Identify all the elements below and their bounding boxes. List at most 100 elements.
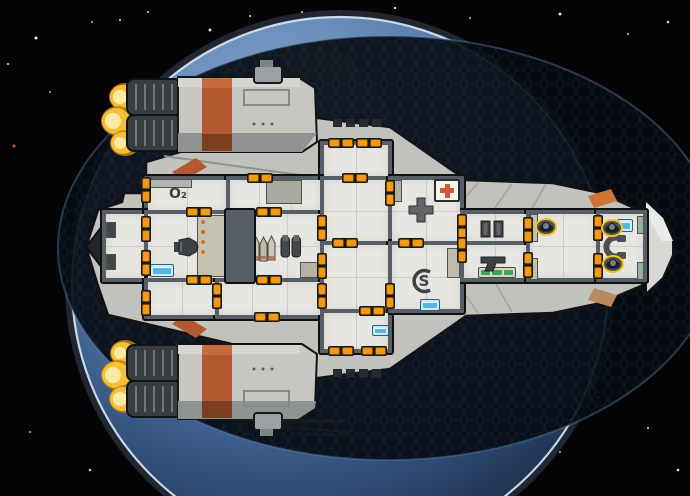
- nacelle-stripe-lo: [202, 401, 232, 418]
- door-panel: [360, 307, 371, 315]
- crew-member-3[interactable]: [602, 255, 624, 273]
- door[interactable]: [186, 207, 212, 217]
- rear-hatch: [106, 222, 116, 238]
- rivet: [252, 122, 256, 126]
- engine-console: [150, 264, 174, 277]
- green-screen: [492, 270, 502, 275]
- door-panel: [375, 347, 386, 355]
- door[interactable]: [317, 215, 327, 241]
- nacelle-panel: [243, 390, 290, 407]
- turret-cap: [260, 60, 273, 67]
- tile-line: [530, 246, 596, 247]
- door-panel: [458, 238, 466, 249]
- shield-rim: [57, 35, 690, 461]
- oxygen-system-icon: O₂: [168, 186, 188, 202]
- door[interactable]: [141, 177, 151, 203]
- door[interactable]: [342, 173, 368, 183]
- medical-cross-icon: [440, 183, 454, 198]
- star: [119, 19, 121, 21]
- door[interactable]: [256, 275, 282, 285]
- door-panel: [386, 284, 394, 295]
- door-panel: [257, 276, 268, 284]
- door[interactable]: [385, 180, 395, 206]
- door-panel: [458, 251, 466, 262]
- nacelle-panel: [243, 89, 290, 106]
- crew-member-2[interactable]: [601, 219, 623, 237]
- rear-hatch: [106, 254, 116, 270]
- pilot-console-strip: [637, 216, 644, 234]
- door[interactable]: [212, 283, 222, 309]
- door[interactable]: [523, 217, 533, 243]
- star: [627, 33, 629, 35]
- door[interactable]: [356, 138, 382, 148]
- door[interactable]: [254, 312, 280, 322]
- door[interactable]: [457, 237, 467, 263]
- star: [12, 144, 16, 148]
- green-screen: [503, 270, 513, 275]
- door[interactable]: [593, 215, 603, 241]
- door-panel: [346, 239, 357, 247]
- door[interactable]: [593, 253, 603, 279]
- door-panel: [257, 208, 268, 216]
- door-panel: [318, 297, 326, 308]
- nacelle-stripe-lo: [202, 134, 232, 151]
- turret-barrel: [281, 72, 345, 77]
- star: [666, 20, 670, 24]
- door[interactable]: [256, 207, 282, 217]
- door[interactable]: [359, 306, 385, 316]
- crew-member-1[interactable]: [535, 218, 557, 236]
- tile-line: [287, 282, 288, 315]
- door-panel: [594, 216, 602, 227]
- star: [34, 36, 38, 40]
- door[interactable]: [317, 283, 327, 309]
- lower-corridor[interactable]: [219, 282, 320, 315]
- deck-hatch: [372, 119, 381, 127]
- door[interactable]: [141, 250, 151, 276]
- star: [208, 28, 212, 32]
- nacelle-stripe-hi: [202, 78, 232, 88]
- door[interactable]: [328, 346, 354, 356]
- door-panel: [261, 174, 272, 182]
- tile-line: [259, 180, 261, 210]
- star: [647, 427, 649, 429]
- blue-screen: [620, 222, 630, 229]
- door[interactable]: [523, 252, 533, 278]
- turret-barrel: [281, 425, 353, 434]
- engines-system-icon: [173, 236, 199, 258]
- door-panel: [386, 297, 394, 308]
- door-panel: [318, 229, 326, 240]
- door-panel: [399, 239, 410, 247]
- rivet: [252, 367, 256, 371]
- door[interactable]: [186, 275, 212, 285]
- blue-screen: [423, 302, 437, 308]
- turret-barrel: [281, 419, 345, 424]
- tile-line: [187, 180, 188, 210]
- door-panel: [343, 174, 354, 182]
- medbay-system-icon: [408, 197, 434, 223]
- rivet: [270, 122, 274, 126]
- door-panel: [270, 208, 281, 216]
- door-panel: [329, 139, 340, 147]
- door-panel: [142, 291, 150, 302]
- engine-flame-core: [113, 392, 127, 406]
- door[interactable]: [328, 138, 354, 148]
- door-panel: [142, 264, 150, 275]
- door-panel: [248, 174, 259, 182]
- star: [88, 468, 92, 472]
- door-panel: [342, 139, 353, 147]
- door[interactable]: [317, 253, 327, 279]
- door[interactable]: [141, 290, 151, 316]
- door[interactable]: [141, 216, 151, 242]
- door-panel: [213, 284, 221, 295]
- door[interactable]: [361, 346, 387, 356]
- weapon-mount-greeble: [279, 234, 303, 260]
- door[interactable]: [332, 238, 358, 248]
- door[interactable]: [398, 238, 424, 248]
- turret-barrel: [299, 58, 365, 63]
- engine-flame-core: [114, 347, 126, 359]
- door[interactable]: [385, 283, 395, 309]
- corridor-block: [224, 208, 256, 284]
- tile-line: [106, 246, 144, 247]
- door[interactable]: [247, 173, 273, 183]
